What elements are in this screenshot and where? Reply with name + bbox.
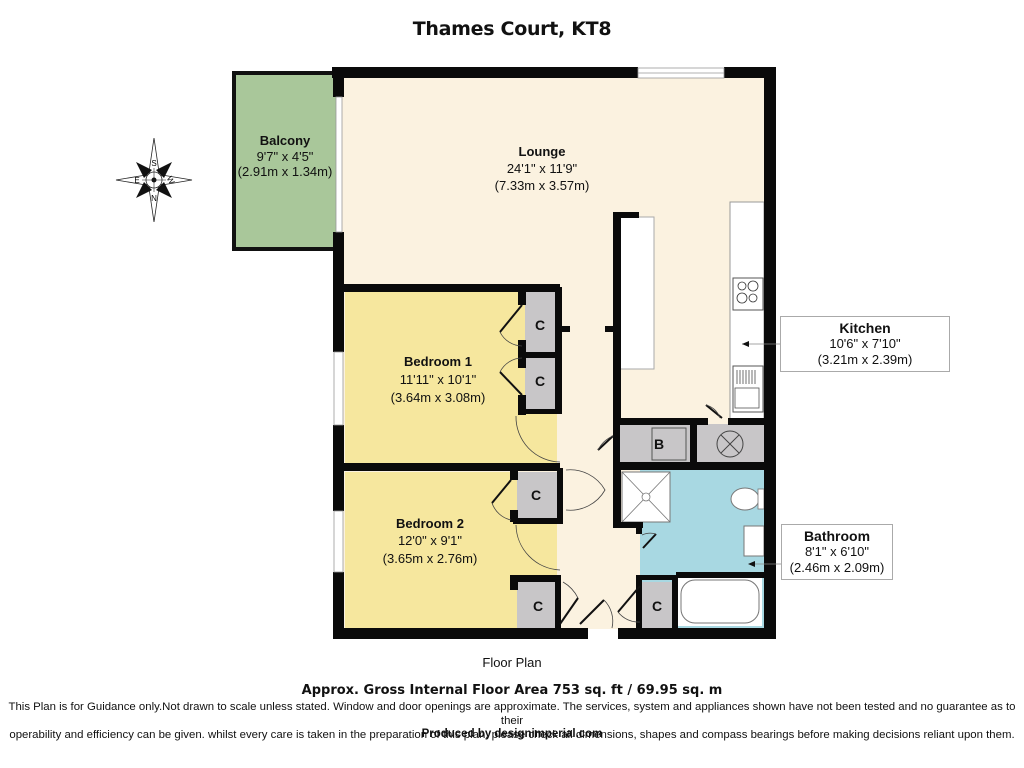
cupboard-label: C xyxy=(535,317,545,333)
cupboard-hall xyxy=(517,582,557,630)
disclaimer-line-2: operability and efficiency can be given.… xyxy=(9,729,1015,741)
kitchen-callout: Kitchen 10'6" x 7'10" (3.21m x 2.39m) xyxy=(780,316,950,372)
bedroom2-name: Bedroom 2 xyxy=(396,516,464,531)
lounge-name: Lounge xyxy=(519,144,566,159)
cupboard-label: C xyxy=(652,598,662,614)
bedroom2-imperial: 12'0" x 9'1" xyxy=(398,533,462,548)
lounge-imperial: 24'1" x 11'9" xyxy=(507,161,578,176)
balcony-door xyxy=(335,96,343,233)
compass-east-label: E xyxy=(134,176,139,185)
balcony-imperial: 9'7" x 4'5" xyxy=(257,149,314,164)
kitchen-imperial: 10'6" x 7'10" xyxy=(829,336,901,351)
boiler-cupboard xyxy=(620,424,692,464)
page-title: Thames Court, KT8 xyxy=(412,18,612,40)
bathroom-imperial: 8'1" x 6'10" xyxy=(804,544,870,559)
compass-icon: S W N E xyxy=(115,137,193,223)
bathroom-name: Bathroom xyxy=(803,528,871,544)
cupboard-bath xyxy=(640,582,672,630)
bedroom2-metric: (3.65m x 2.76m) xyxy=(383,551,478,566)
bathroom-callout: Bathroom 8'1" x 6'10" (2.46m x 2.09m) xyxy=(781,524,893,580)
floor-plan-caption: Floor Plan xyxy=(482,655,542,670)
produced-by: Produced by designimperial.com xyxy=(421,728,603,740)
bath-icon xyxy=(680,579,760,624)
boiler-label: B xyxy=(654,436,664,452)
cupboard-label: C xyxy=(531,487,541,503)
bedroom1-area xyxy=(345,291,557,463)
window-bedroom2 xyxy=(333,510,344,573)
compass-west-label: W xyxy=(165,175,177,186)
cupboard-bed1-a xyxy=(525,289,556,357)
bathroom-metric: (2.46m x 2.09m) xyxy=(789,560,885,575)
kitchen-unit xyxy=(619,216,655,370)
compass-north-label: N xyxy=(151,194,157,203)
extractor-fan-icon xyxy=(716,430,744,458)
kitchen-name: Kitchen xyxy=(839,320,891,336)
balcony-name: Balcony xyxy=(260,133,311,148)
cupboard-bed2 xyxy=(517,472,557,520)
floor-area: Approx. Gross Internal Floor Area 753 sq… xyxy=(301,683,723,698)
bedroom1-imperial: 11'11" x 10'1" xyxy=(400,372,477,387)
cupboard-label: C xyxy=(535,373,545,389)
toilet-icon xyxy=(730,487,760,511)
window-bedroom1 xyxy=(333,351,344,426)
hob-icon xyxy=(732,277,764,311)
disclaimer-line-1: This Plan is for Guidance only.Not drawn… xyxy=(8,701,1016,727)
cupboard-bed1-b xyxy=(525,357,556,412)
compass-south-label: S xyxy=(151,159,156,168)
kitchen-metric: (3.21m x 2.39m) xyxy=(817,352,913,367)
bedroom1-metric: (3.64m x 3.08m) xyxy=(391,390,486,405)
disclaimer: This Plan is for Guidance only.Not drawn… xyxy=(0,700,1024,742)
balcony-metric: (2.91m x 1.34m) xyxy=(238,164,333,179)
lounge-metric: (7.33m x 3.57m) xyxy=(495,178,590,193)
entrance-door xyxy=(588,629,618,639)
cupboard-label: C xyxy=(533,598,543,614)
basin-icon xyxy=(743,525,765,557)
bedroom1-name: Bedroom 1 xyxy=(404,354,472,369)
